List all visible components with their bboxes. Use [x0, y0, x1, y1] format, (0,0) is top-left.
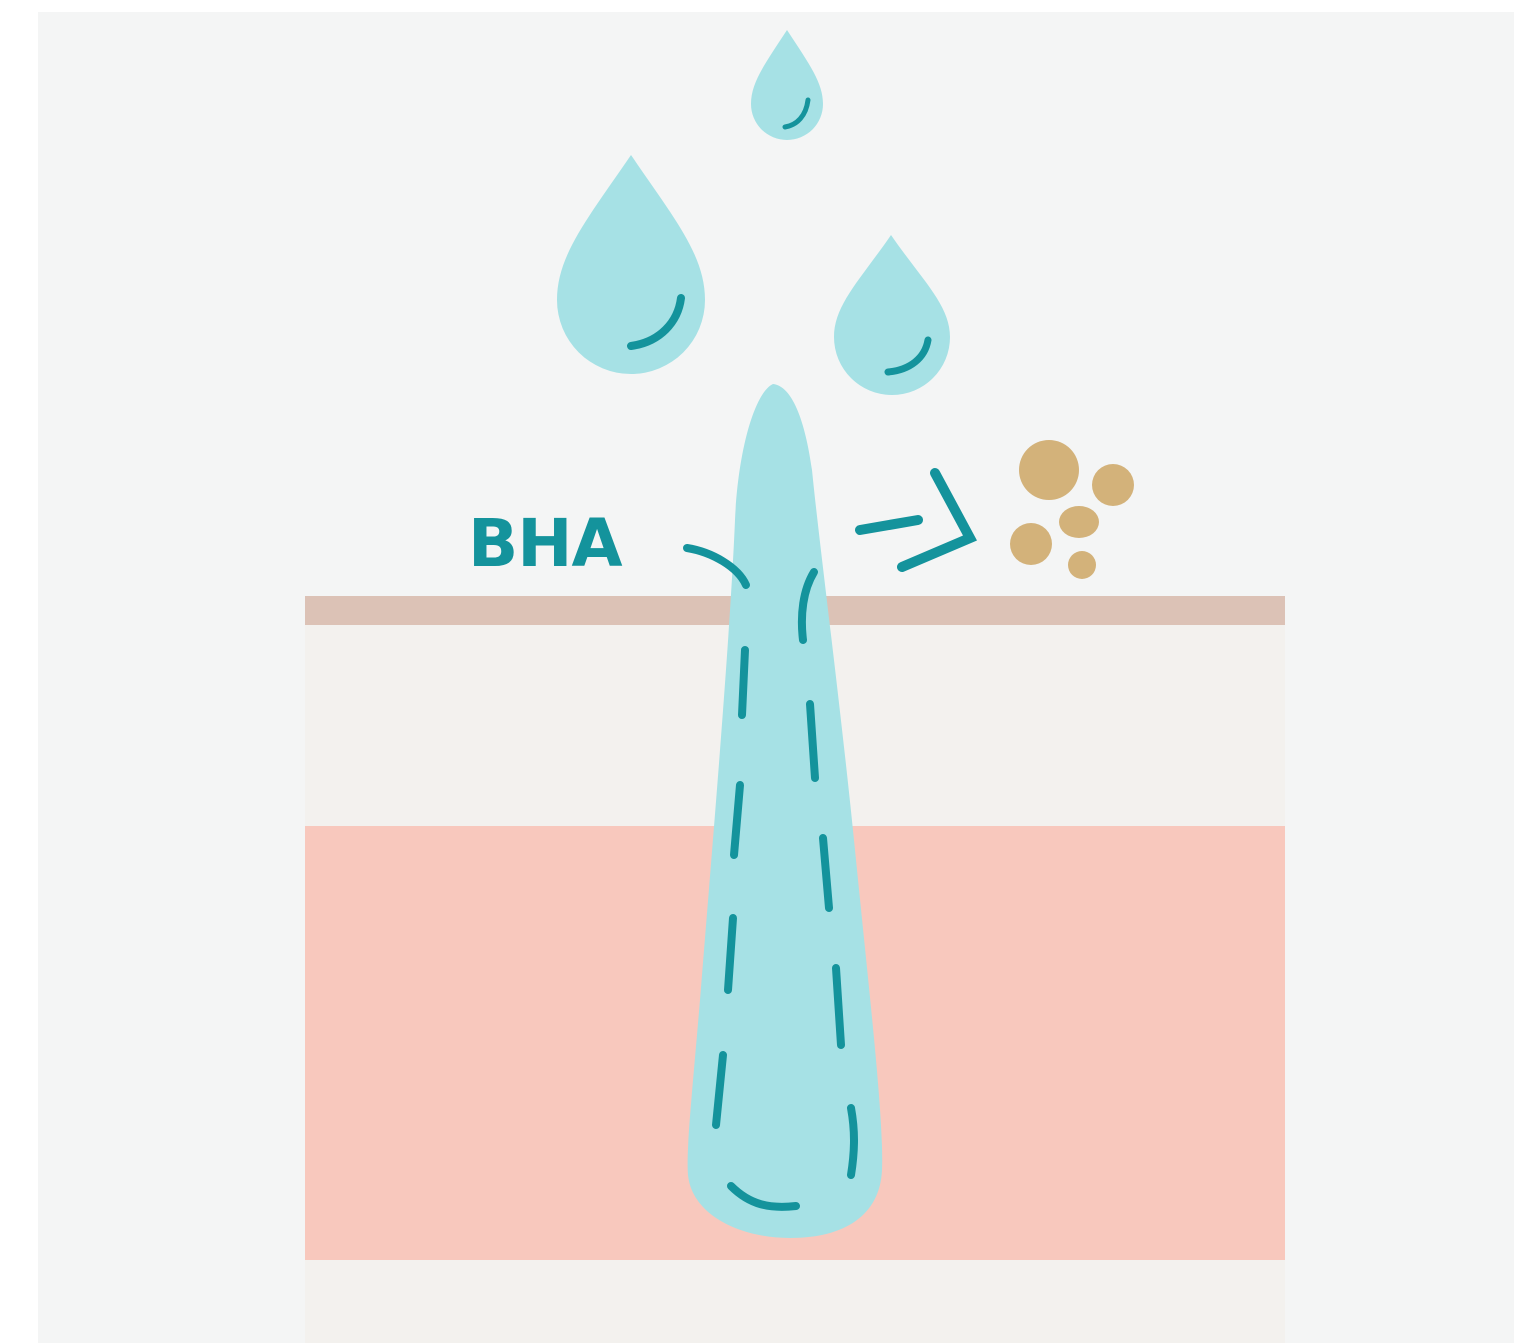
debris-particles-icon	[1010, 440, 1134, 579]
arrow-right-icon	[860, 473, 970, 567]
bha-label: BHA	[468, 505, 623, 582]
water-drop-icon	[834, 235, 950, 395]
water-drop-icon	[751, 30, 823, 140]
lower-skin-layer	[305, 1260, 1285, 1343]
water-drop-icon	[557, 155, 705, 374]
